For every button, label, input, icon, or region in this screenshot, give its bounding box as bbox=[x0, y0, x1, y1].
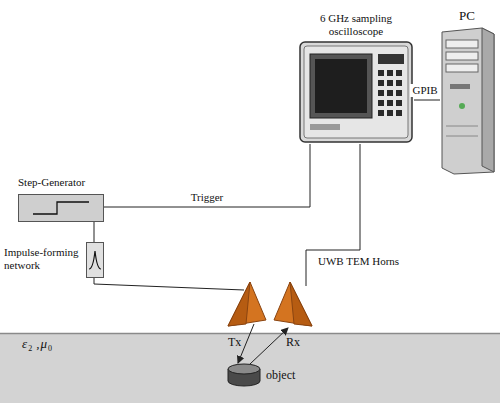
node-label: 6 GHz sampling oscilloscope bbox=[311, 12, 401, 38]
symbol: μ bbox=[40, 336, 47, 351]
rx-horn: Rx bbox=[272, 280, 314, 332]
node-label: Rx bbox=[286, 335, 300, 349]
impulse-symbol bbox=[87, 243, 103, 277]
pc-tower-drawing bbox=[436, 26, 498, 176]
impulse-network-box bbox=[86, 242, 104, 278]
subscript: 0 bbox=[48, 344, 52, 353]
symbol: ε bbox=[22, 336, 27, 351]
connector bbox=[104, 144, 310, 207]
node-label: PC bbox=[436, 8, 498, 23]
object-cylinder bbox=[226, 362, 262, 388]
oscilloscope-drawing bbox=[298, 40, 414, 144]
connector bbox=[94, 278, 244, 290]
antenna-label: UWB TEM Horns bbox=[318, 255, 399, 268]
step-generator-box bbox=[18, 194, 104, 222]
connector-label: GPIB bbox=[410, 84, 439, 97]
tx-horn: Tx bbox=[226, 280, 268, 332]
object: object bbox=[226, 362, 306, 388]
oscilloscope: 6 GHz sampling oscilloscope bbox=[298, 12, 414, 144]
step-generator: Step-Generator bbox=[18, 176, 104, 222]
connector bbox=[250, 328, 288, 364]
tem-horn-tx bbox=[226, 280, 268, 332]
pc: PC bbox=[436, 8, 498, 176]
node-label: object bbox=[266, 368, 295, 382]
node-label: Step-Generator bbox=[18, 176, 85, 189]
node-label: Tx bbox=[228, 335, 241, 349]
medium-parameters: ε2,μ0 bbox=[22, 336, 56, 356]
connector-label: Trigger bbox=[189, 191, 226, 204]
subscript: 2 bbox=[28, 344, 32, 353]
node-label: Impulse-forming network bbox=[4, 246, 84, 272]
connector bbox=[94, 222, 95, 242]
ground bbox=[0, 333, 500, 403]
impulse-forming-network: Impulse-forming network bbox=[4, 242, 104, 278]
symbol: , bbox=[36, 336, 39, 351]
connector bbox=[414, 100, 440, 101]
tem-horn-rx bbox=[272, 280, 314, 332]
step-symbol bbox=[19, 195, 103, 221]
